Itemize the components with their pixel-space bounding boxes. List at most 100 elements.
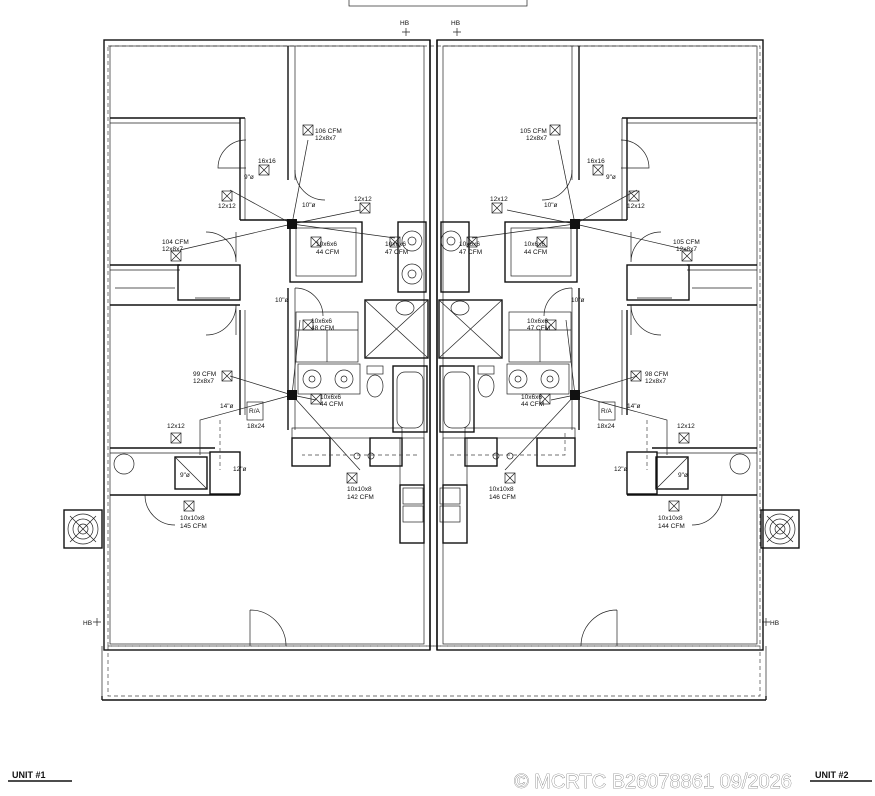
vent-v12-size: 12x8x7 (645, 378, 666, 385)
vent-v9-size: 10x6x6 (320, 394, 341, 401)
ra-size-unit-1: 18x24 (247, 423, 265, 430)
vent-v4-size: 10x10x8 (180, 515, 205, 522)
return-r6: 12x12 (627, 203, 645, 210)
register-cross (592, 164, 604, 176)
condenser-unit-2 (760, 509, 800, 549)
register-cross (681, 250, 693, 262)
register-cross (302, 124, 314, 136)
register-cross (504, 472, 516, 484)
duct-d4: 14"ø (220, 403, 234, 410)
vent-v10-size: 12x8x7 (526, 135, 547, 142)
register-symbol (536, 236, 548, 248)
vent-v16-cfm: 47 CFM (459, 249, 482, 256)
register-cross (310, 236, 322, 248)
register-symbol (539, 393, 551, 405)
register-cross (549, 124, 561, 136)
register-symbol (302, 319, 314, 331)
vent-v1-size: 12x8x7 (315, 135, 336, 142)
vent-labels: 106 CFM 12x8x7 104 CFM 12x8x7 99 CFM 12x… (162, 128, 700, 530)
register-symbol (630, 370, 642, 382)
register-cross (183, 500, 195, 512)
vent-v18-size: 10x6x6 (521, 394, 542, 401)
hose-bibs: HB HB HB HB (83, 20, 779, 627)
register-symbol (491, 202, 503, 214)
register-symbol (221, 190, 233, 202)
duct-d6: 9"ø (180, 472, 190, 479)
condenser-unit-1 (63, 509, 103, 549)
vent-v17-size: 10x6x6 (527, 318, 548, 325)
register-symbol (668, 500, 680, 512)
vent-v11-size: 12x8x7 (676, 246, 697, 253)
vent-v15-size: 10x6x6 (524, 241, 545, 248)
duct-labels: 9"ø 10"ø 10"ø 14"ø 12"ø 9"ø 9"ø 10"ø 10"… (180, 174, 688, 479)
vent-v2-cfm: 104 CFM (162, 239, 189, 246)
vent-v5-cfm: 142 CFM (347, 494, 374, 501)
vent-v11-cfm: 105 CFM (673, 239, 700, 246)
return-r4: 12x12 (167, 423, 185, 430)
fixtures (113, 230, 751, 523)
register-symbol (549, 124, 561, 136)
register-cross (668, 500, 680, 512)
duct-d8: 10"ø (544, 202, 558, 209)
hose-bib-label-4: HB (770, 620, 779, 627)
vent-v2-size: 12x8x7 (162, 246, 183, 253)
register-cross (346, 472, 358, 484)
vent-v7-size: 10x6x6 (385, 241, 406, 248)
hose-bib-label-1: HB (400, 20, 409, 27)
vent-v12-cfm: 98 CFM (645, 371, 668, 378)
register-cross (630, 370, 642, 382)
duct-d11: 12"ø (614, 466, 628, 473)
register-cross (170, 432, 182, 444)
return-r1: 12x12 (354, 196, 372, 203)
vent-v5-size: 10x10x8 (347, 486, 372, 493)
ra-label-unit-1: R/A (249, 408, 261, 415)
vent-v10-cfm: 105 CFM (520, 128, 547, 135)
register-symbol (466, 236, 478, 248)
duct-d3: 10"ø (275, 297, 289, 304)
vent-v7-cfm: 47 CFM (385, 249, 408, 256)
vent-v14-cfm: 146 CFM (489, 494, 516, 501)
register-symbol (389, 236, 401, 248)
register-cross (310, 393, 322, 405)
register-cross (258, 164, 270, 176)
register-cross (221, 370, 233, 382)
doors (144, 139, 723, 647)
duct-d9: 10"ø (571, 297, 585, 304)
vent-v9-cfm: 44 CFM (320, 401, 343, 408)
vent-v3-cfm: 99 CFM (193, 371, 216, 378)
register-symbol (678, 432, 690, 444)
watermark: © MCRTC B26078861 09/2026 (514, 771, 792, 793)
vent-v13-cfm: 144 CFM (658, 523, 685, 530)
duct-runs (179, 139, 688, 471)
register-symbol (170, 432, 182, 444)
register-cross (302, 319, 314, 331)
unit-2-caption: UNIT #2 (815, 770, 849, 780)
register-cross (545, 319, 557, 331)
plenums (287, 219, 580, 400)
register-symbol (346, 472, 358, 484)
return-r3: 16x16 (258, 158, 276, 165)
register-cross (678, 432, 690, 444)
register-symbol (592, 164, 604, 176)
registers (170, 124, 693, 512)
vent-v6-size: 10x6x6 (316, 241, 337, 248)
return-air: R/A 18x24 R/A 18x24 (246, 401, 616, 430)
register-cross (628, 190, 640, 202)
return-labels: 12x12 12x12 16x16 12x12 12x12 12x12 16x1… (167, 158, 695, 430)
register-symbol (221, 370, 233, 382)
register-cross (536, 236, 548, 248)
register-symbol (504, 472, 516, 484)
title-box (348, 0, 528, 7)
porch-outline (101, 45, 767, 701)
register-symbol (359, 202, 371, 214)
register-cross (221, 190, 233, 202)
duct-d10: 14"ø (627, 403, 641, 410)
hose-bib-label-2: HB (451, 20, 460, 27)
vent-v8-cfm: 48 CFM (311, 325, 334, 332)
register-cross (491, 202, 503, 214)
register-cross (389, 236, 401, 248)
register-symbol (183, 500, 195, 512)
register-cross (359, 202, 371, 214)
vent-v13-size: 10x10x8 (658, 515, 683, 522)
